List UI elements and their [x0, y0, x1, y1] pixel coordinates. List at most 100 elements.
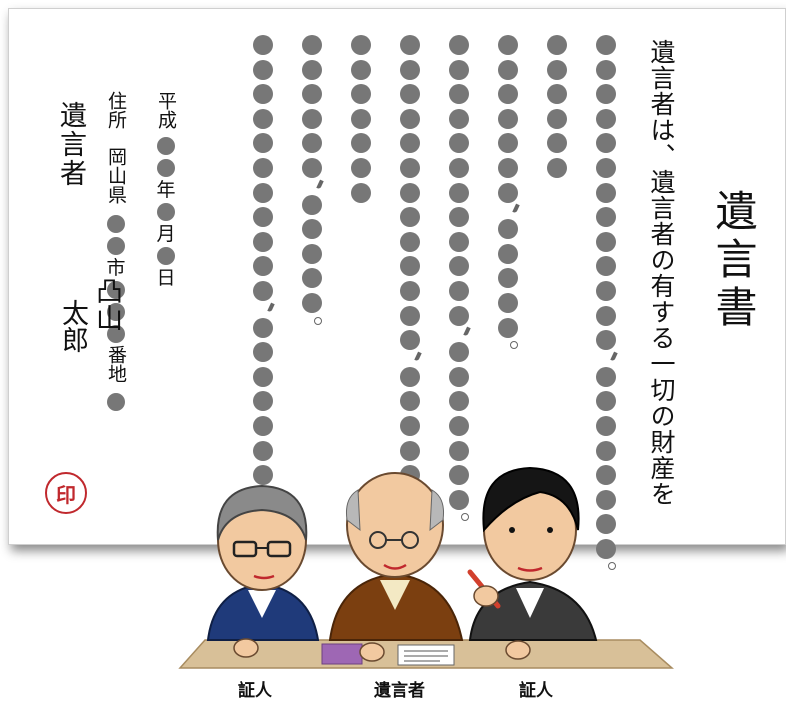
redacted-dot — [596, 305, 616, 326]
redacted-dot — [302, 157, 322, 178]
redacted-dot — [596, 84, 616, 105]
period-mark — [497, 341, 519, 354]
redacted-dot — [596, 280, 616, 301]
redacted-dot — [596, 366, 616, 387]
address-label: 住所 — [105, 91, 127, 129]
redacted-dot — [449, 35, 469, 55]
redacted-dot — [107, 303, 125, 321]
label-right-witness: 証人 — [519, 681, 553, 701]
center-testator — [328, 472, 464, 662]
redacted-dot — [400, 330, 420, 351]
date-month-label: 月 — [156, 223, 176, 245]
redacted-dot — [351, 182, 371, 203]
redacted-dot — [253, 231, 273, 252]
redacted-dot — [596, 59, 616, 80]
redacted-dot — [302, 268, 322, 289]
redacted-dot — [498, 108, 518, 129]
redacted-dot — [596, 133, 616, 154]
redacted-dot — [253, 108, 273, 129]
redacted-dot — [400, 59, 420, 80]
redacted-dot — [449, 366, 469, 387]
redacted-dot — [547, 59, 567, 80]
redacted-dot — [400, 366, 420, 387]
redacted-dot — [498, 182, 518, 203]
redacted-dot — [449, 133, 469, 154]
redacted-dot — [253, 317, 273, 338]
redacted-dot — [351, 157, 371, 178]
redacted-dot — [400, 231, 420, 252]
redacted-dot — [253, 157, 273, 178]
redacted-dot — [351, 133, 371, 154]
redacted-dot — [107, 393, 125, 411]
redacted-dot — [547, 133, 567, 154]
redacted-dot — [596, 256, 616, 277]
redacted-dot — [400, 84, 420, 105]
testator-label: 遺言者 — [55, 101, 86, 188]
redacted-dot — [498, 243, 518, 264]
redacted-dot — [498, 317, 518, 338]
redacted-dot — [498, 268, 518, 289]
seal-stamp: 印 — [45, 472, 87, 514]
redacted-dot — [449, 305, 469, 326]
redacted-dot — [498, 84, 518, 105]
testator-given-name: 太郎 — [57, 299, 88, 353]
redacted-dot — [157, 203, 175, 221]
redacted-dot — [596, 108, 616, 129]
redacted-dot — [400, 108, 420, 129]
redacted-dot — [596, 391, 616, 412]
left-witness — [206, 484, 320, 658]
redacted-dot — [498, 157, 518, 178]
period-mark — [595, 562, 617, 575]
document-title: 遺言書 — [709, 189, 758, 333]
redacted-dot — [302, 243, 322, 264]
address-column: 住所 岡山県 市 番地 — [104, 91, 128, 413]
redacted-column — [301, 35, 323, 330]
redacted-dot — [351, 84, 371, 105]
redacted-dot — [253, 280, 273, 301]
redacted-dot — [107, 325, 125, 343]
redacted-dot — [498, 292, 518, 313]
redacted-dot — [449, 207, 469, 228]
redacted-dot — [302, 59, 322, 80]
redacted-dot — [253, 207, 273, 228]
redacted-dot — [449, 280, 469, 301]
redacted-dot — [253, 391, 273, 412]
redacted-dot — [400, 133, 420, 154]
redacted-dot — [449, 59, 469, 80]
period-mark — [301, 316, 323, 330]
redacted-dot — [400, 207, 420, 228]
document-first-line: 遺言者は、遺言者の有する一切の財産を — [647, 39, 676, 507]
redacted-dot — [400, 157, 420, 178]
redacted-dot — [400, 440, 420, 461]
redacted-dot — [107, 215, 125, 233]
redacted-dot — [449, 256, 469, 277]
redacted-dot — [596, 330, 616, 351]
redacted-column — [448, 35, 470, 526]
paper-sheet — [397, 644, 455, 666]
redacted-dot — [157, 247, 175, 265]
redacted-dot — [302, 292, 322, 313]
redacted-dot — [400, 35, 420, 55]
redacted-dot — [596, 465, 616, 486]
redacted-dot — [596, 182, 616, 203]
redacted-dot — [107, 281, 125, 299]
testator-surname: 凸山 — [91, 277, 122, 331]
redacted-dot — [253, 133, 273, 154]
date-column: 平成 年 月 日 — [154, 91, 178, 289]
redacted-dot — [449, 84, 469, 105]
redacted-dot — [547, 108, 567, 129]
redacted-dot — [596, 35, 616, 55]
redacted-dot — [449, 391, 469, 412]
redacted-dot — [351, 59, 371, 80]
redacted-dot — [596, 415, 616, 436]
redacted-dot — [253, 440, 273, 461]
redacted-dot — [596, 538, 616, 559]
redacted-dot — [400, 182, 420, 203]
redacted-dot — [449, 489, 469, 510]
address-prefecture: 岡山県 — [105, 147, 127, 204]
redacted-dot — [596, 231, 616, 252]
redacted-dot — [547, 84, 567, 105]
redacted-dot — [253, 342, 273, 363]
redacted-column — [595, 35, 617, 575]
